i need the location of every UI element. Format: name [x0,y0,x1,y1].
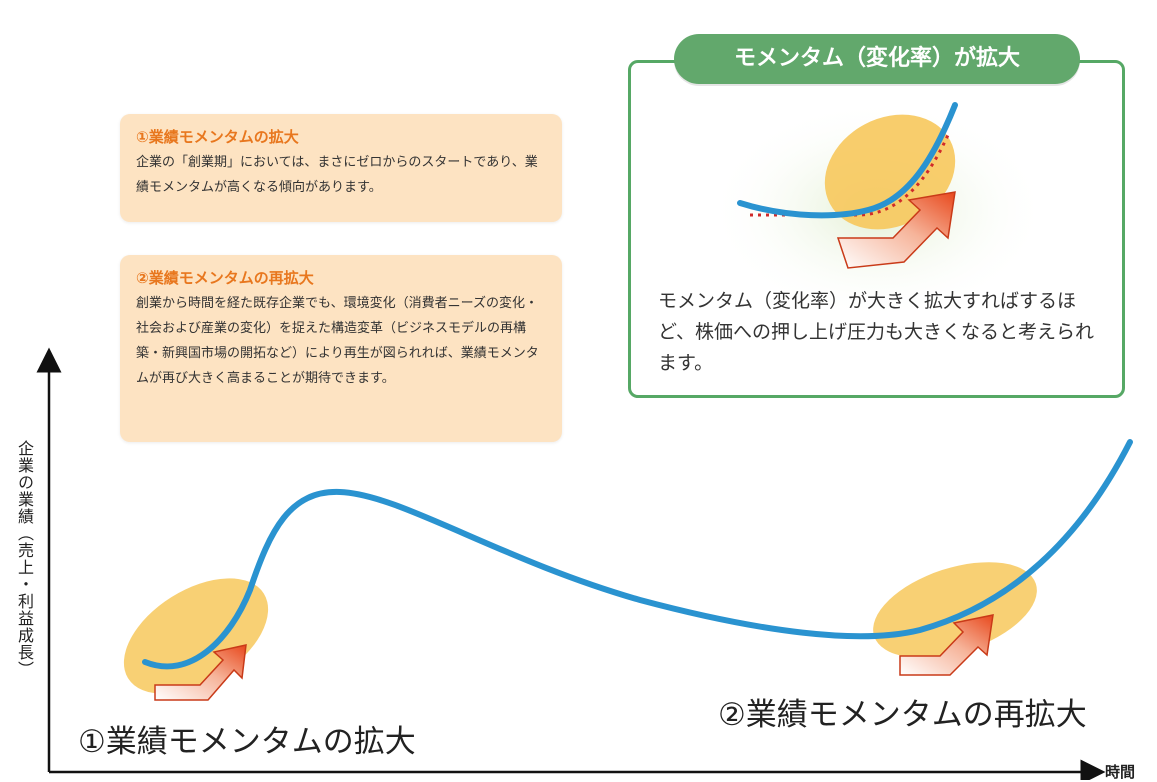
detail-title: モメンタム（変化率）が拡大 [674,34,1080,84]
growth-curve [142,439,1133,670]
phase2-label: ②業績モメンタムの再拡大 [718,697,1087,733]
phase2-arrow-icon [899,614,994,676]
note-body: 創業から時間を経た既存企業でも、環境変化（消費者ニーズの変化・社会および産業の変… [136,296,539,386]
detail-illustration [708,100,1048,320]
phase1-label: ①業績モメンタムの拡大 [78,724,416,760]
detail-body: モメンタム（変化率）が大きく拡大すればするほど、株価への押し上げ圧力も大きくなる… [658,290,1095,374]
note-title: ①業績モメンタムの拡大 [136,128,299,146]
detail-curve [737,102,958,219]
note-momentum-expansion: ①業績モメンタムの拡大 企業の「創業期」においては、まさにゼロからのスタートであ… [120,114,562,222]
note-title: ②業績モメンタムの再拡大 [136,269,314,287]
note-body: 企業の「創業期」においては、まさにゼロからのスタートであり、業績モメンタムが高く… [136,155,538,195]
detail-dotted-baseline [750,134,950,217]
detail-arrow-icon [836,191,956,269]
phase1-arrow-icon [154,644,247,701]
y-axis-label: 企業の業績（売上・利益成長） [15,440,34,678]
x-axis-label: 時間 [1105,763,1136,781]
note-momentum-re-expansion: ②業績モメンタムの再拡大 創業から時間を経た既存企業でも、環境変化（消費者ニーズ… [120,255,562,442]
